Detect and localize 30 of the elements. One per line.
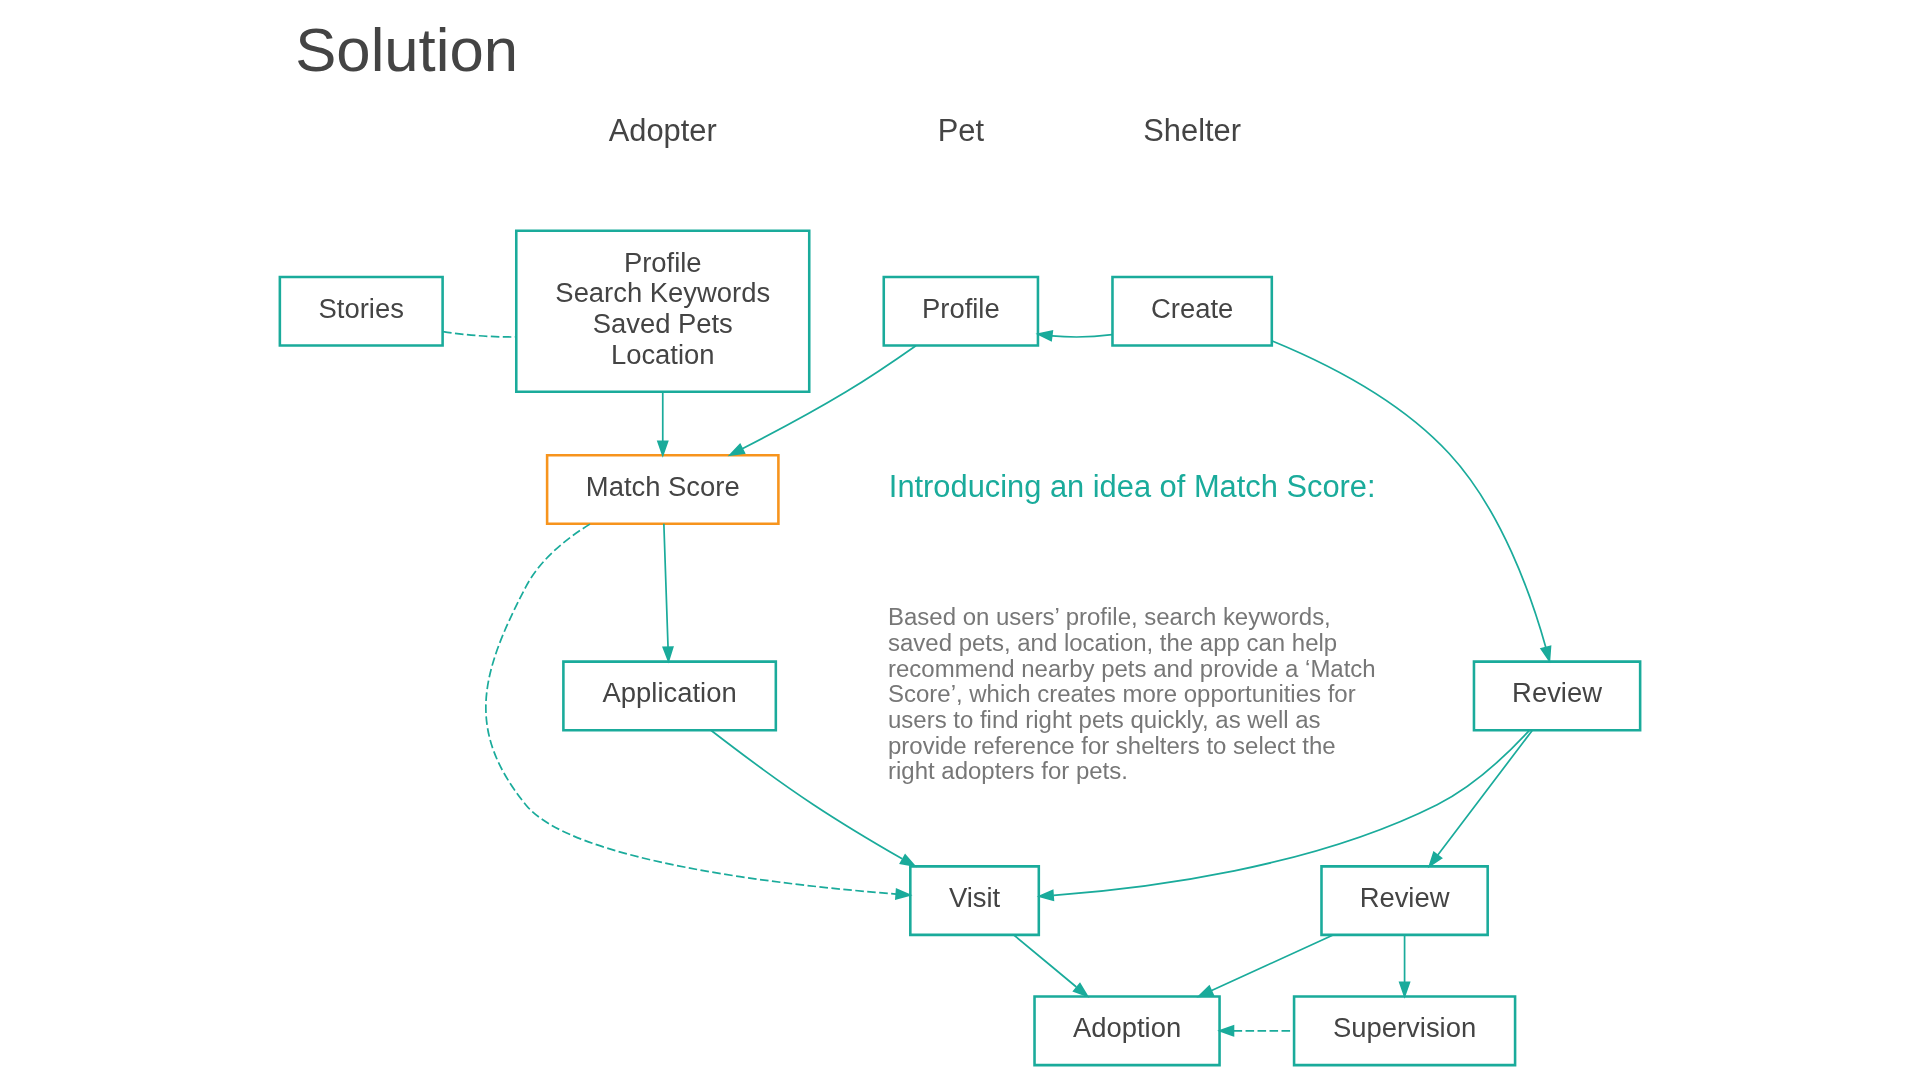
arrow <box>656 391 669 458</box>
arrow <box>1398 934 1411 999</box>
node-box: Profile <box>882 275 1040 347</box>
node-box: Supervision <box>1292 995 1517 1067</box>
arrow <box>1012 934 1090 998</box>
node-box: Adoption <box>1033 995 1221 1067</box>
node-box: Application <box>562 660 778 732</box>
connector <box>442 330 517 338</box>
diagram-title: Solution <box>295 15 519 85</box>
arrow <box>1271 340 1552 664</box>
label: Adopter <box>608 112 717 148</box>
arrow <box>1036 729 1531 902</box>
arrow <box>1196 934 1334 998</box>
label: Pet <box>937 112 984 148</box>
node-box: Visit <box>909 865 1041 937</box>
arrow <box>727 344 917 457</box>
label: Shelter <box>1143 112 1241 148</box>
node-box: Stories <box>278 275 444 347</box>
arrow <box>485 523 913 900</box>
node-box: Review <box>1472 660 1642 732</box>
arrow <box>662 522 674 664</box>
node-box: Profile Search Keywords Saved Pets Location <box>515 229 811 394</box>
arrow <box>710 729 917 868</box>
label: Based on users’ profile, search keywords, saved pets, and location, the app can help recommend nearby pets and provide a ‘Match Score’, which creates more opportunities for users to find right pets quickly, as well as provide reference for shelters to select the right adopters for pets. <box>888 603 1376 785</box>
node-box: Create <box>1111 275 1274 347</box>
label: Introducing an idea of Match Score: <box>888 469 1376 504</box>
node-box: Review <box>1320 865 1489 937</box>
node-box: Match Score <box>545 453 780 525</box>
arrow <box>1035 329 1113 342</box>
arrow <box>1427 729 1534 869</box>
